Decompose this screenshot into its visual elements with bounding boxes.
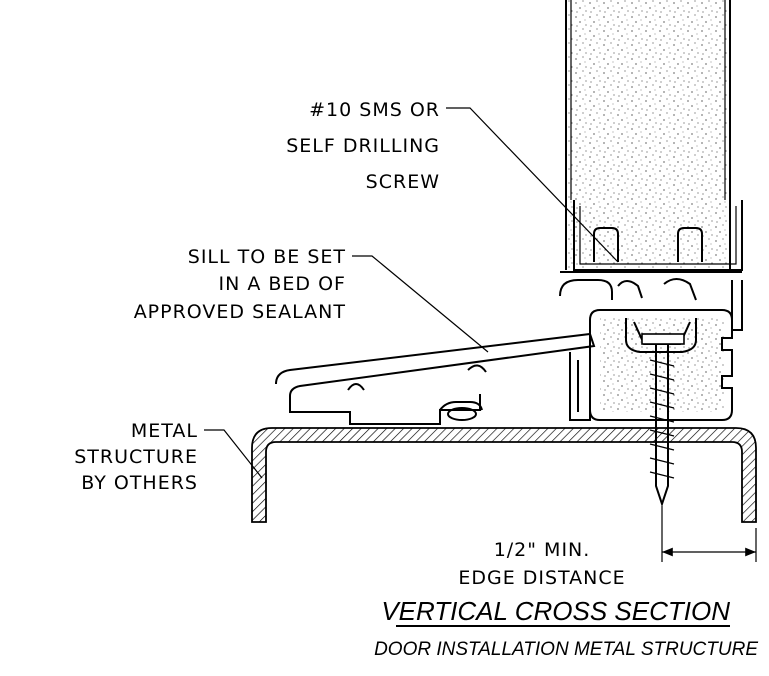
leader-lines (204, 107, 619, 479)
edge-label-line1: 1/2" MIN. (494, 539, 591, 561)
drawing-title: VERTICAL CROSS SECTION (381, 596, 730, 626)
metal-structure (251, 427, 757, 523)
weather-seal (559, 278, 743, 331)
screw-label-line3: SCREW (366, 171, 440, 193)
door-bottom-channel (560, 200, 743, 273)
metal-label-line3: BY OTHERS (81, 472, 198, 494)
sill-extrusion (275, 332, 596, 425)
edge-label-line2: EDGE DISTANCE (458, 567, 625, 589)
edge-distance-dimension (661, 506, 757, 562)
metal-label-line2: STRUCTURE (74, 446, 198, 468)
screw-label-line2: SELF DRILLING (286, 135, 440, 157)
sill-label-line3: APPROVED SEALANT (134, 301, 346, 323)
screw-label-line1: #10 SMS OR (309, 99, 440, 121)
drawing-subtitle: DOOR INSTALLATION METAL STRUCTURE (374, 639, 758, 660)
sill-label-line2: IN A BED OF (219, 273, 347, 295)
sill-label-line1: SILL TO BE SET (188, 246, 346, 268)
door-panel (565, 0, 731, 270)
metal-label-line1: METAL (131, 420, 198, 442)
bottom-rail-block (589, 309, 733, 421)
